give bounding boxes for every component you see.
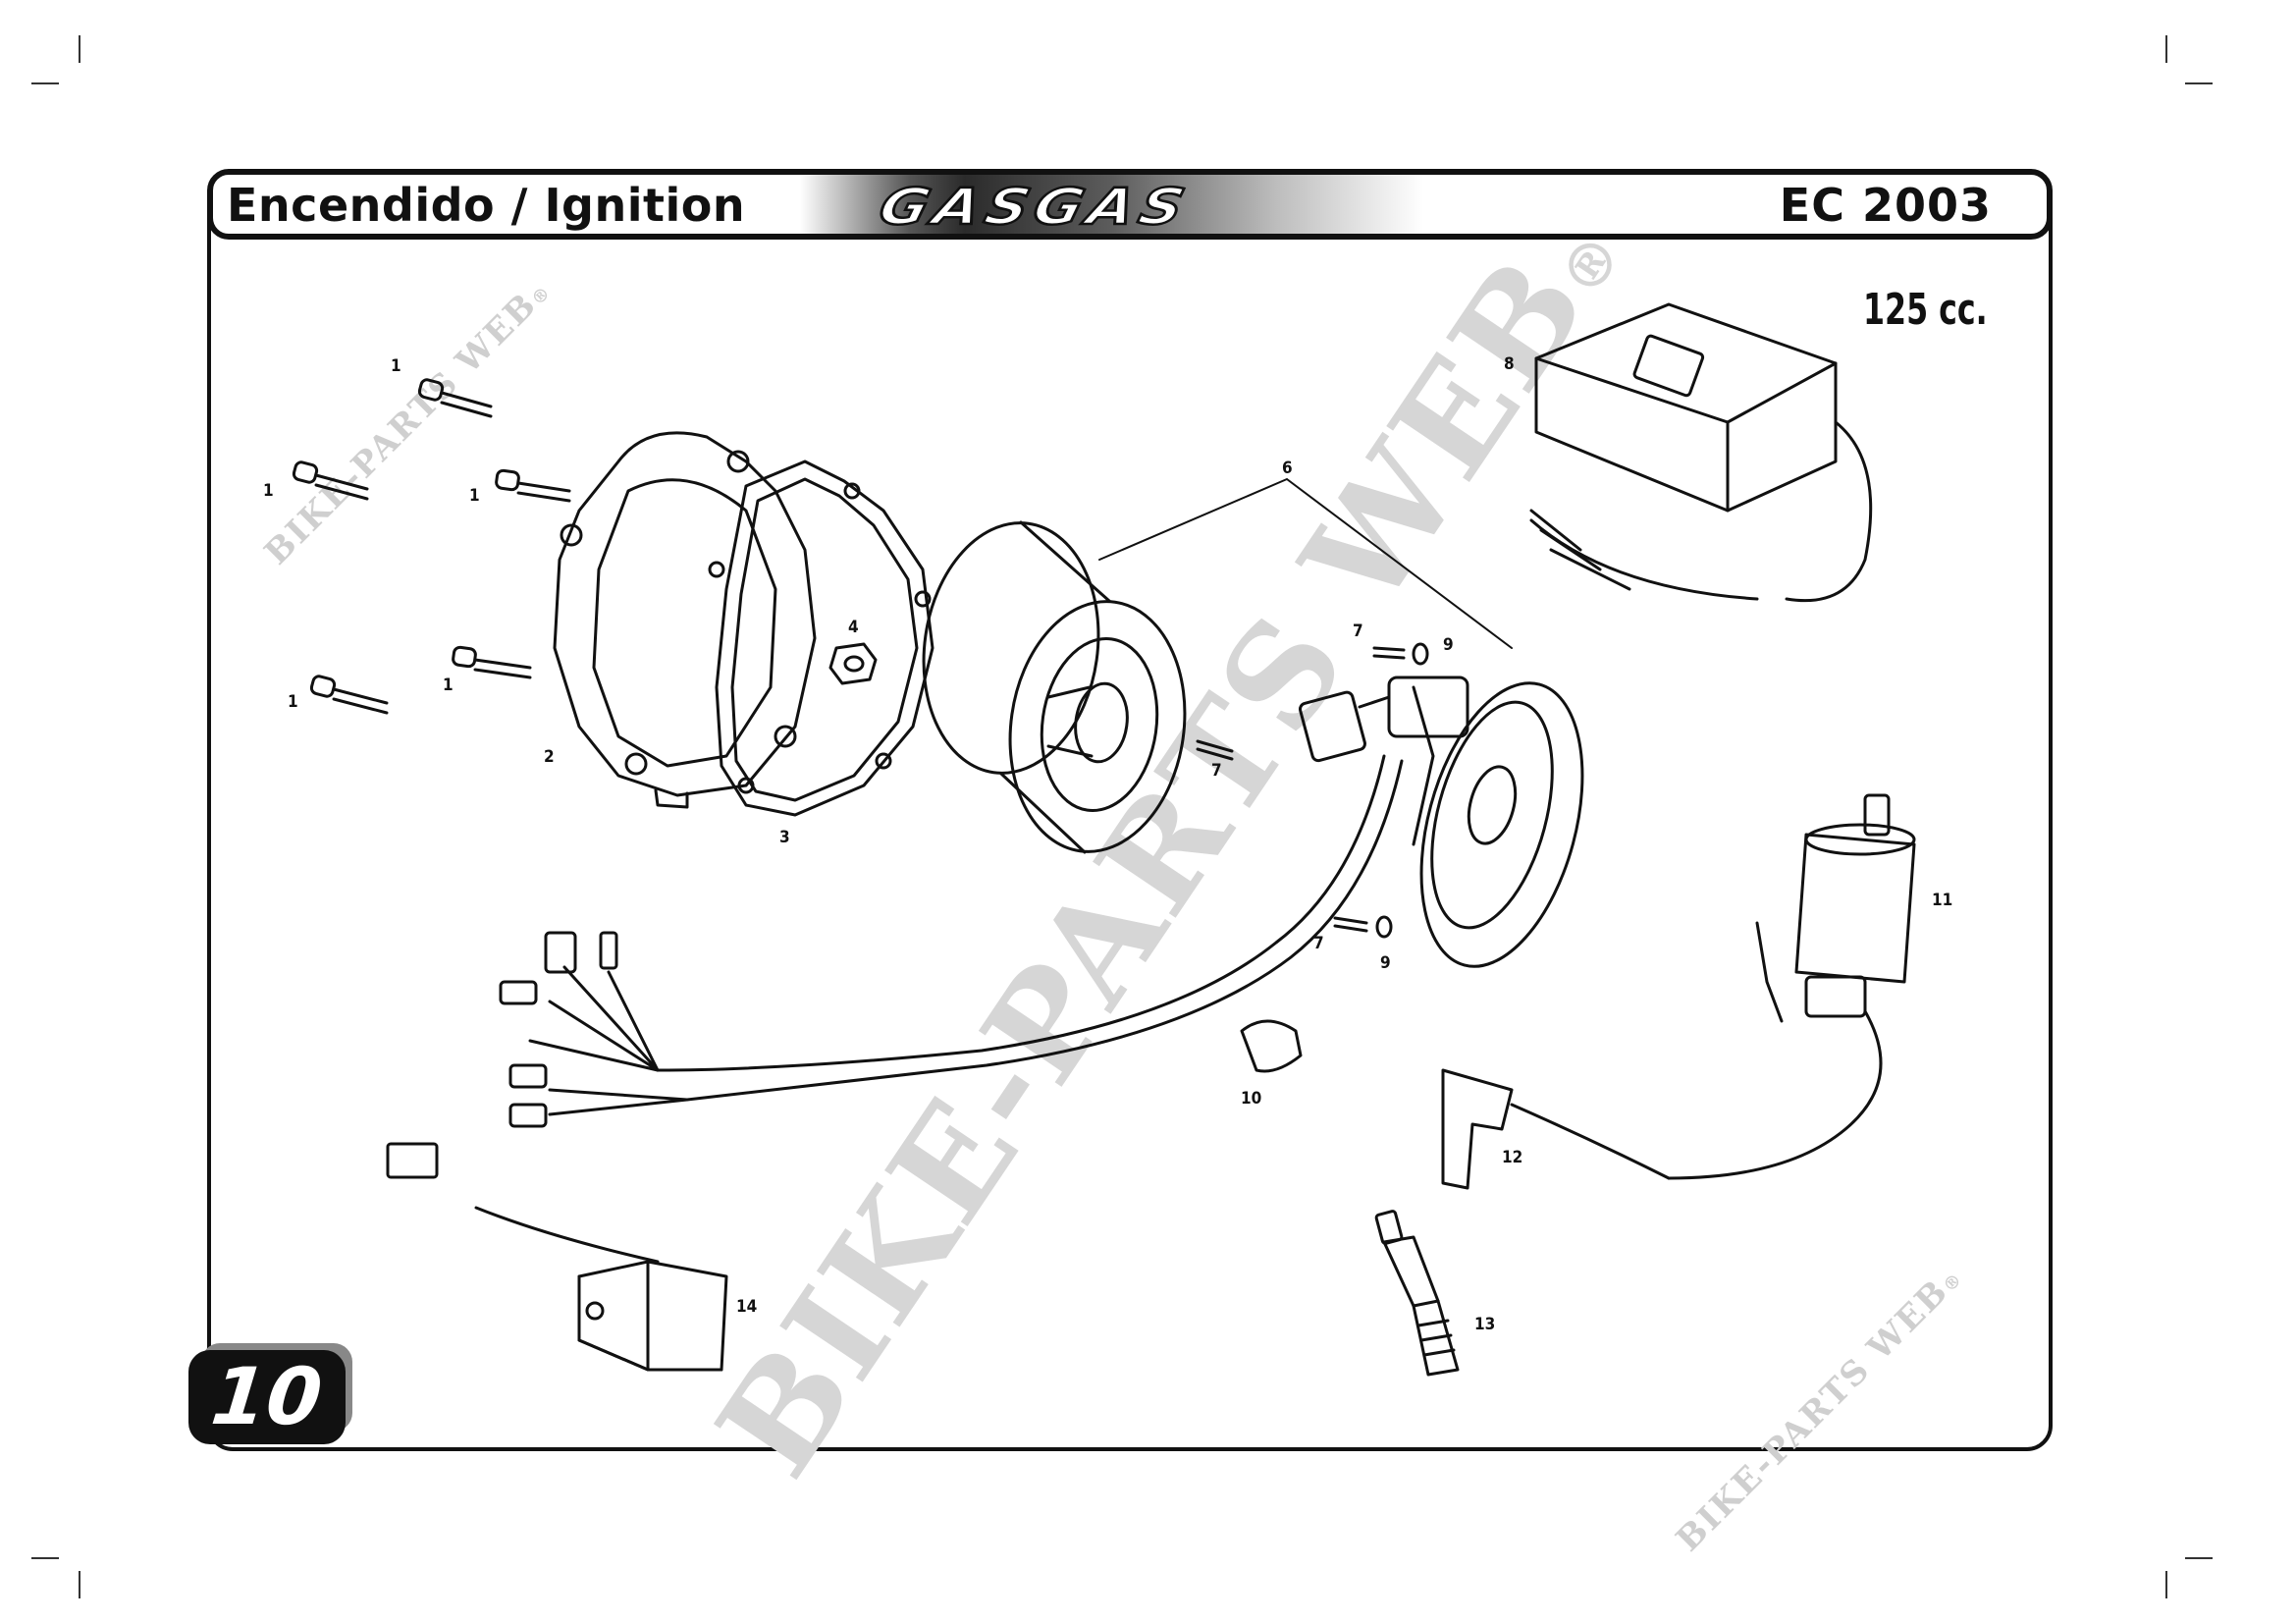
bolt-icon — [495, 468, 571, 503]
bolt-icon — [417, 378, 493, 418]
cdi-unit — [1529, 302, 1873, 603]
cover-gasket — [708, 460, 934, 817]
screw-icon — [1372, 642, 1429, 666]
bolt-icon — [309, 675, 389, 715]
callout-7: 7 — [1211, 761, 1222, 781]
nut — [828, 642, 878, 685]
callout-1: 1 — [288, 692, 298, 712]
callout-3: 3 — [779, 828, 790, 847]
rubber-cap — [1240, 1019, 1303, 1073]
bolt-icon — [292, 460, 369, 501]
crop-mark — [2165, 35, 2167, 63]
screw-icon — [1196, 739, 1234, 761]
bolt-icon — [452, 645, 532, 679]
callout-14: 14 — [736, 1297, 757, 1317]
callout-6: 6 — [1282, 459, 1293, 478]
stator-plate — [1299, 676, 1584, 968]
ignition-cover — [553, 431, 817, 809]
crop-mark — [31, 82, 59, 84]
callout-7: 7 — [1353, 622, 1363, 641]
page-number-badge: 10 — [188, 1350, 346, 1444]
crop-mark — [31, 1557, 59, 1559]
callout-1: 1 — [443, 676, 454, 695]
screw-icon — [1333, 915, 1393, 939]
callout-7: 7 — [1313, 934, 1324, 953]
ignition-coil — [1667, 793, 1916, 1180]
callout-1: 1 — [263, 481, 274, 501]
callout-2: 2 — [544, 747, 555, 767]
callout-9: 9 — [1443, 635, 1454, 655]
engine-size-label: 125 cc. — [1863, 285, 1988, 335]
callout-13: 13 — [1474, 1315, 1495, 1334]
spark-plug-cap — [1441, 1068, 1671, 1190]
crop-mark — [79, 35, 80, 63]
crop-mark — [2185, 82, 2213, 84]
crop-mark — [2185, 1557, 2213, 1559]
callout-1: 1 — [391, 356, 401, 376]
leader-line — [1098, 478, 1513, 649]
callout-8: 8 — [1504, 354, 1515, 374]
voltage-regulator — [386, 1142, 728, 1372]
callout-12: 12 — [1502, 1148, 1522, 1167]
spark-plug — [1374, 1210, 1460, 1377]
page-title: Encendido / Ignition — [227, 179, 746, 232]
crop-mark — [79, 1571, 80, 1598]
callout-4: 4 — [848, 618, 859, 637]
callout-11: 11 — [1932, 891, 1952, 910]
stator-wiring-harness — [499, 754, 1404, 1128]
callout-10: 10 — [1241, 1089, 1261, 1109]
crop-mark — [2165, 1571, 2167, 1598]
flywheel-rotor — [922, 520, 1187, 854]
callout-9: 9 — [1380, 953, 1391, 973]
header-bar: Encendido / Ignition GASGAS EC 2003 — [207, 169, 2053, 240]
callout-1: 1 — [469, 486, 480, 506]
model-label: EC 2003 — [1779, 179, 1992, 232]
